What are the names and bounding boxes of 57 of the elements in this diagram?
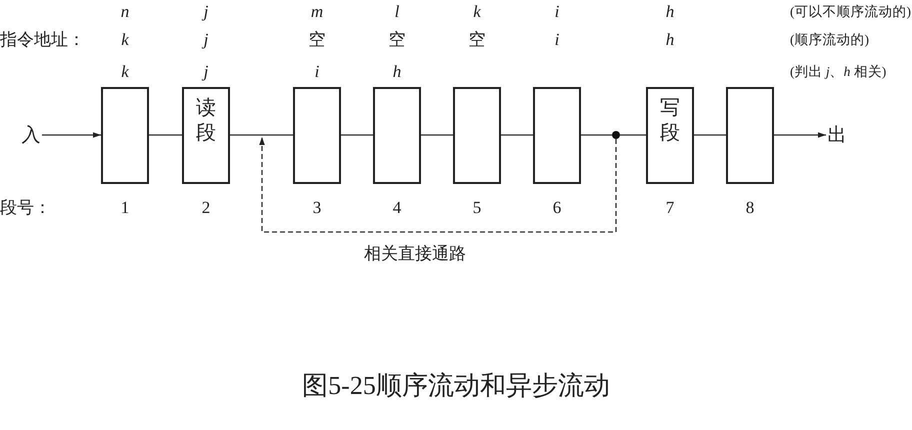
connector-line (694, 134, 726, 136)
row-note: (可以不顺序流动的) (790, 4, 911, 20)
instruction-address: l (394, 2, 400, 22)
row-heading: 段号： (0, 198, 51, 218)
instruction-address: i (314, 62, 320, 82)
stage-box (453, 87, 501, 184)
edge-label: 相关直接通路 (362, 244, 468, 264)
instruction-address: j (204, 62, 208, 82)
stage-number: 1 (120, 198, 130, 218)
stage-number: 5 (472, 198, 482, 218)
instruction-address: j (204, 2, 208, 22)
instruction-address: i (554, 2, 560, 22)
stage-box (533, 87, 581, 184)
instruction-address: j (204, 30, 208, 50)
instruction-address: 空 (468, 30, 486, 50)
row-note: (判出 j、h 相关) (790, 64, 886, 80)
instruction-address: 空 (308, 30, 326, 50)
stage-box (373, 87, 421, 184)
instruction-address: 空 (388, 30, 406, 50)
connector-line (42, 132, 101, 138)
instruction-address: k (121, 62, 129, 82)
row-note: (顺序流动的) (790, 32, 869, 48)
stage-box (182, 87, 230, 184)
instruction-address: h (392, 62, 402, 82)
connector-line (501, 134, 533, 136)
connector-line (774, 132, 826, 138)
stage-label: 写段 (660, 96, 680, 146)
stage-box (101, 87, 149, 184)
stage-number: 8 (746, 198, 754, 218)
junction-dot (612, 131, 620, 139)
stage-number: 2 (202, 198, 210, 218)
dashed-arrow (259, 137, 617, 233)
instruction-address: i (554, 30, 560, 50)
figure-caption: 图5-25顺序流动和异步流动 (302, 370, 610, 402)
stage-box (726, 87, 774, 184)
stage-number: 7 (666, 198, 674, 218)
connector-line (581, 134, 612, 136)
instruction-address: k (121, 30, 129, 50)
stage-number: 6 (552, 198, 562, 218)
connector-line (620, 134, 646, 136)
connector-line (149, 134, 182, 136)
instruction-address: n (120, 2, 130, 22)
connector-line (341, 134, 373, 136)
instruction-address: k (473, 2, 481, 22)
connector-line (421, 134, 453, 136)
terminal-label: 出 (826, 122, 848, 148)
instruction-address: h (666, 30, 674, 50)
stage-label: 读段 (196, 96, 216, 146)
terminal-label: 入 (20, 122, 42, 148)
instruction-address: h (666, 2, 674, 22)
stage-box (293, 87, 341, 184)
instruction-address: m (310, 2, 324, 22)
connector-line (230, 134, 293, 136)
row-heading: 指令地址： (0, 30, 85, 50)
stage-number: 4 (392, 198, 402, 218)
stage-box (646, 87, 694, 184)
stage-number: 3 (312, 198, 322, 218)
